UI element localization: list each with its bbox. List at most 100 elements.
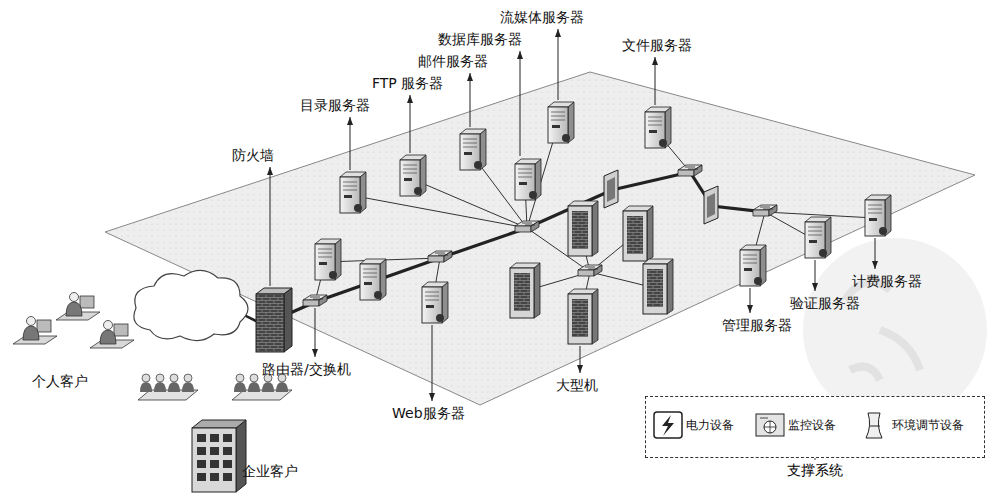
illustration-part: [270, 167, 271, 286]
illustration-part: [568, 206, 592, 256]
illustration-part: [428, 256, 444, 262]
illustration-part: [558, 29, 559, 100]
illustration-part: [310, 297, 323, 299]
illustration-part: [410, 178, 527, 228]
illustration-part: [210, 473, 219, 481]
illustration-part: [436, 314, 444, 322]
equipment-label: 监控设备: [788, 417, 836, 434]
device-label: 防火墙: [232, 146, 274, 164]
illustration-part: [704, 186, 718, 224]
illustration-part: [515, 226, 531, 232]
illustration-part: [210, 460, 219, 468]
device-label: 管理服务器: [722, 316, 792, 334]
illustration-part: [510, 268, 534, 318]
illustration-part: [704, 186, 718, 224]
illustration-part: [594, 265, 602, 276]
illustration-part: [604, 170, 618, 208]
illustration-part: [685, 167, 698, 169]
illustration-part: [426, 305, 434, 308]
illustration-part: [531, 221, 539, 232]
device-label: 个人客户: [32, 372, 88, 390]
illustration-part: [303, 300, 319, 306]
illustration-part: [56, 293, 100, 321]
illustration-part: [319, 295, 327, 306]
device-label: 目录服务器: [300, 96, 370, 114]
illustration-part: [743, 255, 757, 263]
illustration-part: [655, 57, 656, 105]
illustration-part: [422, 282, 448, 287]
illustration-part: [760, 207, 773, 209]
illustration-part: [223, 473, 232, 481]
equipment-item: 监控设备: [754, 410, 836, 440]
illustration-part: [643, 264, 667, 314]
illustration-part: [809, 240, 817, 243]
illustration-part: [104, 321, 113, 330]
equipment-item: 电力设备: [652, 410, 734, 440]
illustration-part: [740, 245, 766, 286]
illustration-part: [750, 288, 751, 313]
equipment-label: 电力设备: [686, 417, 734, 434]
illustration-part: [510, 263, 540, 318]
illustration-part: [678, 165, 702, 176]
equipment-icon: [858, 410, 890, 440]
illustration-part: [627, 216, 643, 254]
illustration-part: [250, 374, 258, 382]
illustration-part: [769, 205, 777, 216]
illustration-part: [414, 187, 422, 195]
illustration-part: [428, 251, 452, 262]
device-label: 数据库服务器: [438, 30, 522, 48]
equipment-icon: [652, 410, 684, 440]
illustration-part: [551, 112, 565, 120]
illustration-part: [667, 259, 673, 314]
illustration-part: [805, 217, 831, 258]
illustration-part: [363, 269, 377, 277]
illustration-part: [808, 227, 822, 235]
illustration-part: [170, 374, 178, 382]
device-label: 大型机: [556, 376, 598, 394]
equipment-icon: [754, 410, 786, 440]
illustration-part: [645, 107, 671, 148]
illustration-part: [578, 265, 602, 276]
illustration-part: [197, 434, 206, 442]
illustration-part: [744, 268, 752, 271]
illustration-part: [514, 273, 530, 311]
illustration-part: [192, 420, 246, 492]
illustration-part: [515, 159, 541, 164]
illustration-part: [474, 161, 482, 169]
illustration-part: [374, 291, 382, 299]
device-label: 路由器/交换机: [262, 360, 351, 378]
illustration-part: [648, 117, 662, 125]
illustration-part: [262, 382, 274, 392]
illustration-part: [607, 177, 615, 202]
illustration-part: [435, 253, 448, 255]
illustration-part: [623, 211, 647, 261]
illustration-part: [529, 191, 537, 199]
illustration-part: [470, 73, 471, 127]
illustration-part: [315, 308, 316, 357]
device-label: 邮件服务器: [418, 52, 488, 70]
illustration-part: [585, 267, 598, 269]
device-label: Web服务器: [392, 404, 465, 422]
illustration-part: [819, 249, 827, 257]
illustration-part: [740, 245, 766, 250]
illustration-part: [360, 259, 386, 264]
illustration-part: [303, 295, 327, 306]
illustration-part: [360, 259, 386, 300]
illustration-part: [400, 155, 426, 196]
illustration-part: [197, 447, 206, 455]
illustration-part: [256, 294, 284, 352]
illustration-part: [694, 165, 702, 176]
illustration-part: [315, 239, 341, 280]
illustration-part: [114, 324, 128, 336]
illustration-part: [223, 460, 232, 468]
illustration-part: [568, 294, 592, 344]
illustration-part: [340, 172, 366, 213]
illustration-part: [803, 238, 987, 422]
illustration-part: [154, 382, 166, 392]
illustration-part: [400, 155, 426, 160]
illustration-part: [520, 51, 521, 156]
illustration-part: [410, 95, 411, 153]
illustration-part: [753, 205, 777, 216]
illustration-part: [604, 170, 618, 208]
